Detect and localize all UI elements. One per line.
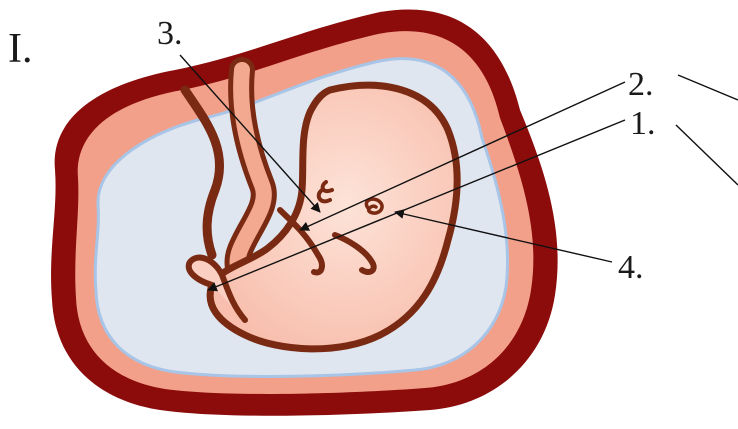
label-4: 4. bbox=[618, 249, 644, 286]
label-1: 1. bbox=[630, 105, 656, 142]
label-3: 3. bbox=[157, 15, 183, 52]
panel-label: I. bbox=[8, 26, 33, 72]
pointer-2-continuation bbox=[678, 75, 738, 100]
pointer-1-continuation bbox=[676, 125, 738, 185]
label-2: 2. bbox=[628, 66, 654, 103]
